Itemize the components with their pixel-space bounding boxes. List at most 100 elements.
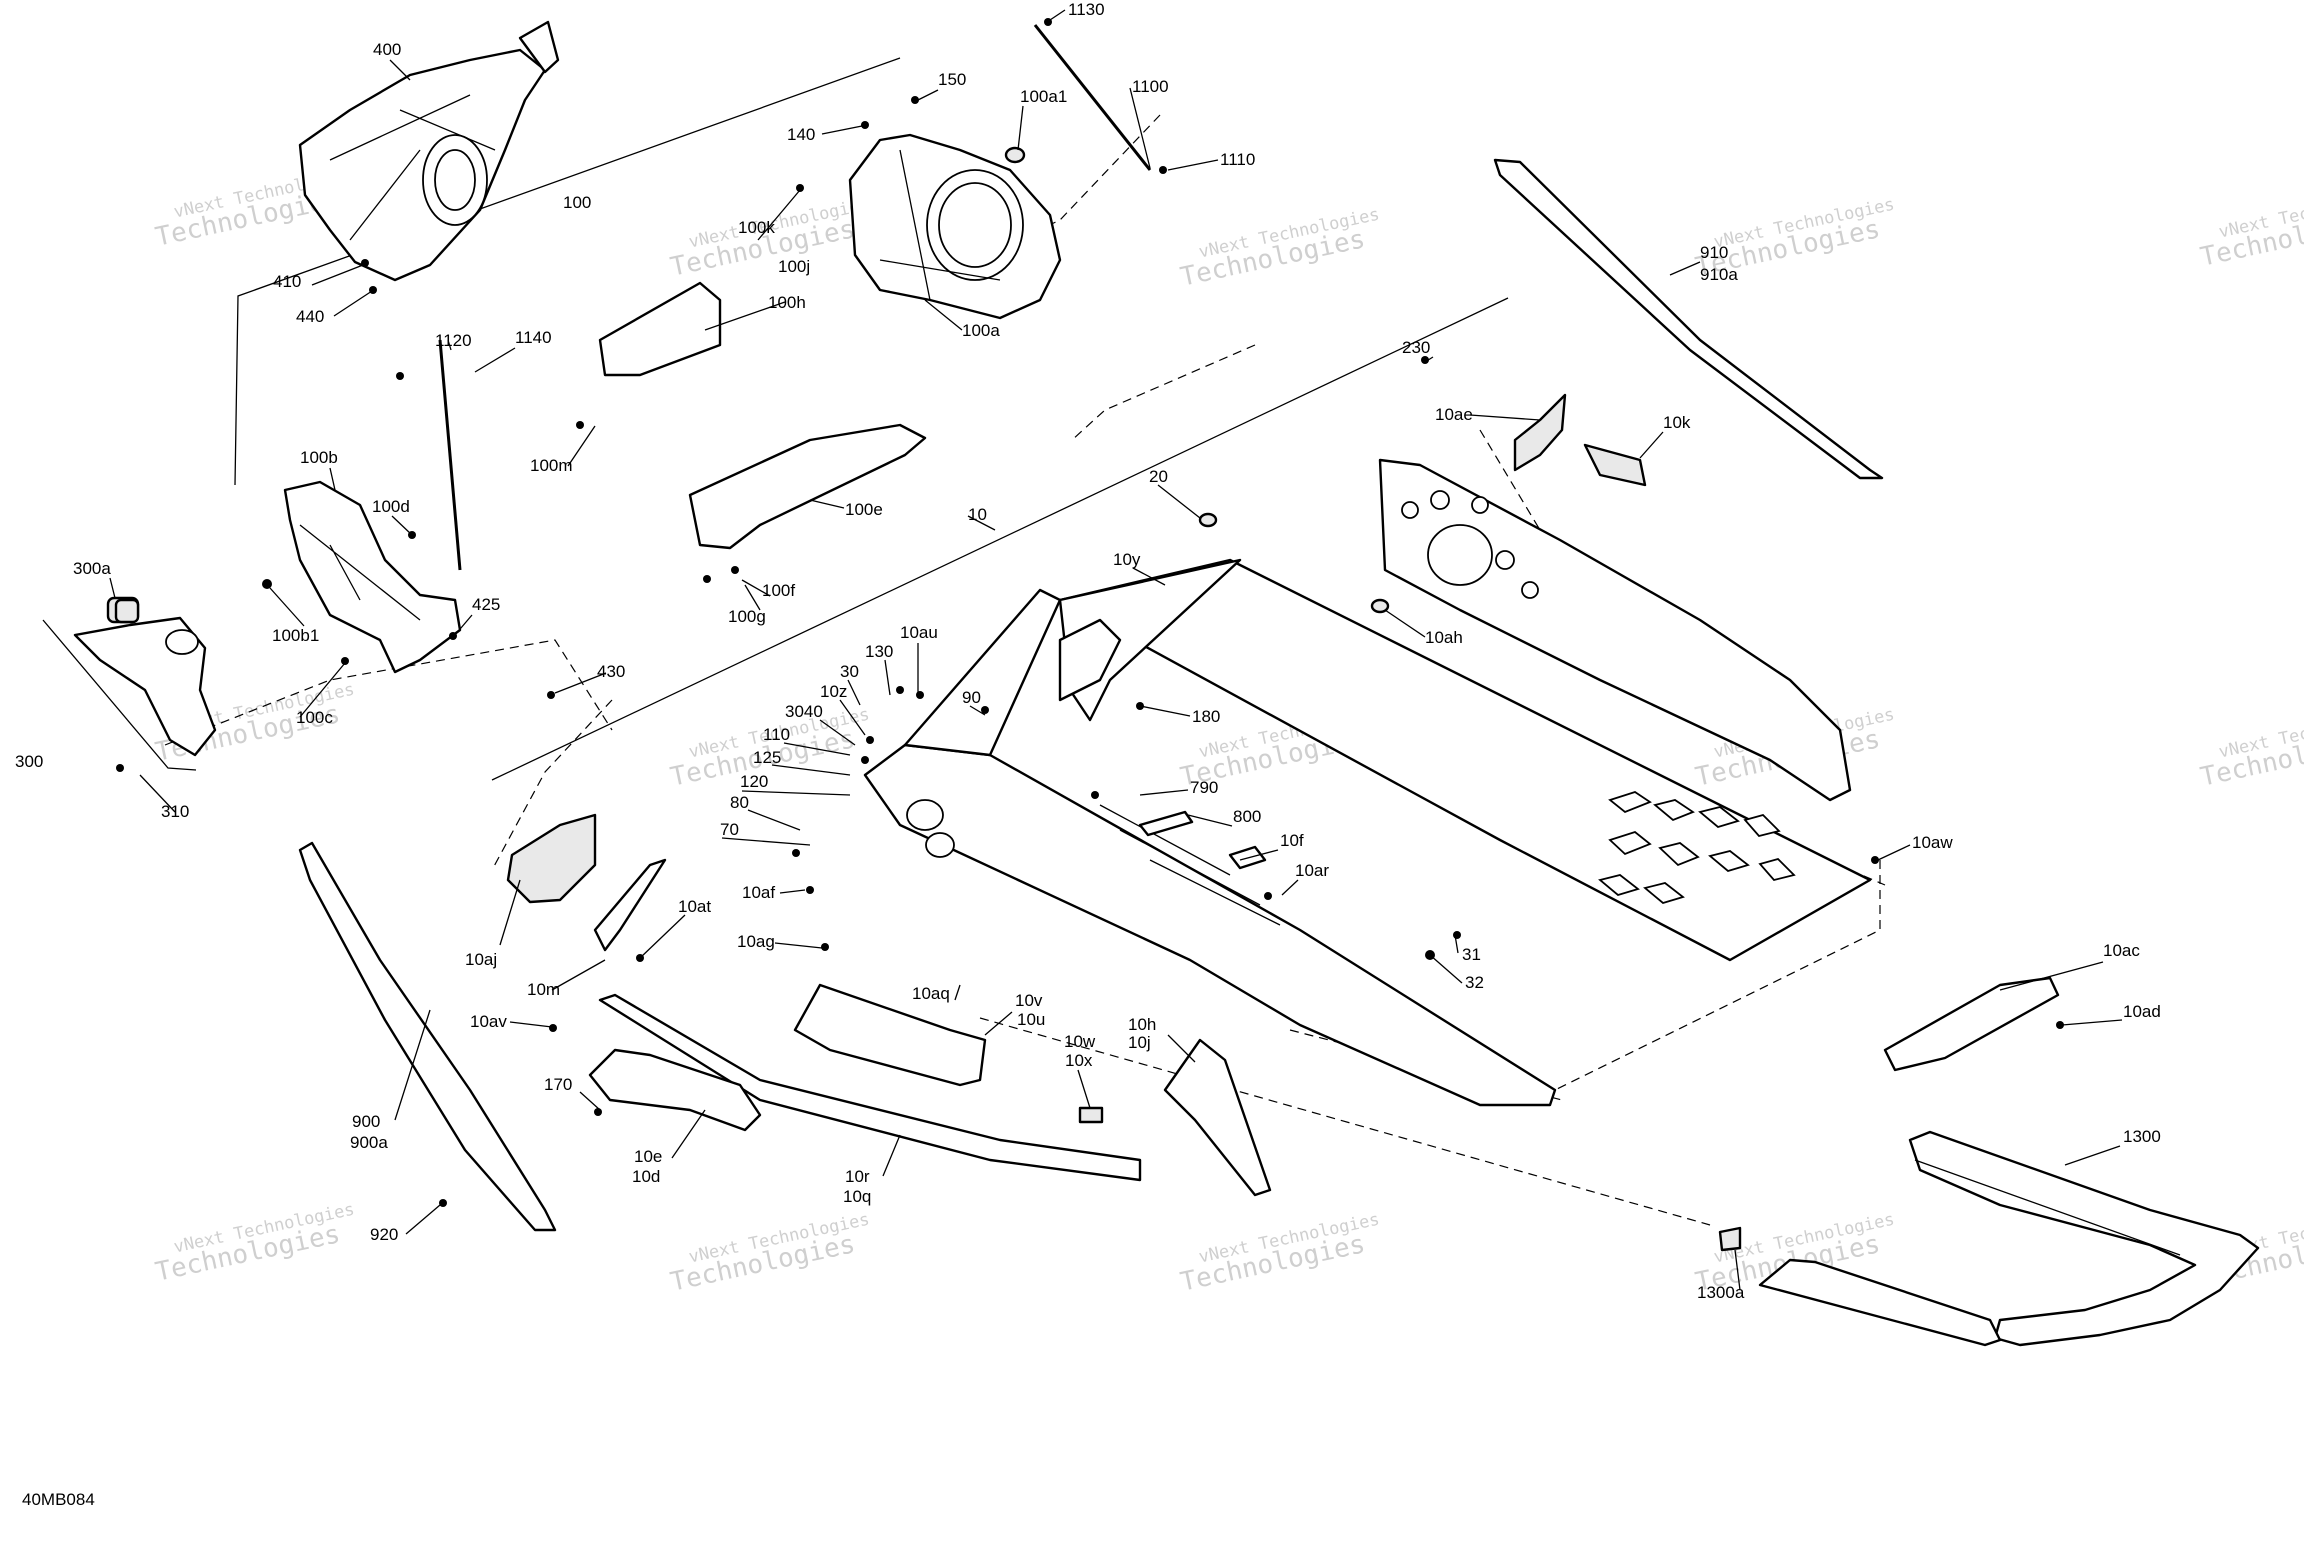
callout-70: 70 [720, 820, 739, 839]
assembly-line-10 [491, 297, 1509, 781]
callout-20: 20 [1149, 467, 1168, 486]
callout-10ah: 10ah [1425, 628, 1463, 647]
part-100e-bracket [688, 423, 927, 550]
part-100b-lower-column [283, 480, 462, 674]
callout-150: 150 [938, 70, 966, 89]
callout-10at: 10at [678, 897, 711, 916]
callout-100e: 100e [845, 500, 883, 519]
align-line-430 [164, 639, 613, 746]
callout-130: 130 [865, 642, 893, 661]
callout-10af: 10af [742, 883, 775, 902]
callout-10m: 10m [527, 980, 560, 999]
callout-100b: 100b [300, 448, 338, 467]
part-10ah-nut [1370, 598, 1390, 614]
part-side-rail [1378, 458, 1852, 802]
callout-100a: 100a [962, 321, 1000, 340]
callout-30: 30 [840, 662, 859, 681]
part-1120-rod [438, 339, 462, 571]
callout-10aj: 10aj [465, 950, 497, 969]
callout-790: 790 [1190, 778, 1218, 797]
callout-10f: 10f [1280, 831, 1304, 850]
callout-10ad: 10ad [2123, 1002, 2161, 1021]
callout-300a: 300a [73, 559, 111, 578]
callout-910a: 910a [1700, 265, 1738, 284]
callout-10h: 10h [1128, 1015, 1156, 1034]
callout-140: 140 [787, 125, 815, 144]
callout-10e: 10e [634, 1147, 662, 1166]
figure-code: 40MB084 [22, 1490, 95, 1509]
callout-100b1: 100b1 [272, 626, 319, 645]
part-10aj-plate [506, 813, 597, 904]
part-1300-bumper [1758, 1130, 2260, 1347]
part-10-tunnel [863, 558, 1872, 1107]
callout-900: 900 [352, 1112, 380, 1131]
part-300-bracket [73, 596, 217, 757]
part-10aq-bracket [793, 983, 987, 1087]
callout-125: 125 [753, 748, 781, 767]
callout-100a1: 100a1 [1020, 87, 1067, 106]
callout-labels: 1130 1100 1110 400 150 100a1 140 100 100… [15, 0, 2161, 1302]
callout-10au: 10au [900, 623, 938, 642]
callout-100j: 100j [778, 257, 810, 276]
callout-10y: 10y [1113, 550, 1141, 569]
callout-100d: 100d [372, 497, 410, 516]
part-10w-clip [1078, 1106, 1104, 1124]
callout-920: 920 [370, 1225, 398, 1244]
part-10ac-plate [1883, 976, 2060, 1072]
tunnel-cutouts [1598, 791, 1796, 905]
part-910-rail [1493, 158, 1884, 480]
callout-100c: 100c [296, 708, 333, 727]
callout-10z: 10z [820, 682, 847, 701]
callout-100h: 100h [768, 293, 806, 312]
part-10k-bracket [1583, 443, 1647, 487]
callout-100m: 100m [530, 456, 573, 475]
part-10ae-bracket [1513, 393, 1567, 472]
callout-10ac: 10ac [2103, 941, 2140, 960]
callout-10d: 10d [632, 1167, 660, 1186]
part-300a-bushing [114, 598, 140, 624]
part-400-front-frame [298, 20, 560, 282]
callout-10k: 10k [1663, 413, 1691, 432]
align-line-frame [491, 699, 613, 871]
callout-10r: 10r [845, 1167, 870, 1186]
callout-100k: 100k [738, 218, 775, 237]
callout-32: 32 [1465, 973, 1484, 992]
callout-400: 400 [373, 40, 401, 59]
part-10y-cover [1058, 618, 1122, 702]
callout-1110: 1110 [1220, 150, 1255, 169]
callout-910: 910 [1700, 243, 1728, 262]
part-10r-strip [598, 993, 1142, 1182]
callout-10aw: 10aw [1912, 833, 1953, 852]
parts-layer [73, 20, 2260, 1347]
callout-31: 31 [1462, 945, 1481, 964]
fasteners [116, 18, 2064, 1207]
part-20-nut [1198, 512, 1218, 528]
part-1300a-block [1718, 1226, 1742, 1252]
align-line-top [1071, 344, 1256, 441]
part-100a-upper-column [848, 133, 1062, 320]
part-100a1-nut [1004, 146, 1026, 164]
part-100h-plate [598, 281, 722, 377]
callout-900a: 900a [350, 1133, 388, 1152]
callout-10av: 10av [470, 1012, 507, 1031]
assembly-line-300 [42, 619, 197, 771]
callout-1300a: 1300a [1697, 1283, 1745, 1302]
part-10e-bracket [588, 1048, 762, 1132]
callout-430: 430 [597, 662, 625, 681]
callout-1100: 1100 [1132, 77, 1169, 96]
part-10h-bracket [1163, 1038, 1272, 1197]
callout-1140: 1140 [515, 328, 552, 347]
callout-10: 10 [968, 505, 987, 524]
callout-110: 110 [763, 725, 790, 744]
callout-170: 170 [544, 1075, 572, 1094]
callout-1300: 1300 [2123, 1127, 2161, 1146]
callout-230: 230 [1402, 338, 1430, 357]
callout-10ar: 10ar [1295, 861, 1329, 880]
part-1100-strut [1033, 24, 1152, 171]
callout-10q: 10q [843, 1187, 871, 1206]
callout-10ae: 10ae [1435, 405, 1473, 424]
callout-100g: 100g [728, 607, 766, 626]
align-line-1100 [979, 114, 1161, 259]
callout-10ag: 10ag [737, 932, 775, 951]
